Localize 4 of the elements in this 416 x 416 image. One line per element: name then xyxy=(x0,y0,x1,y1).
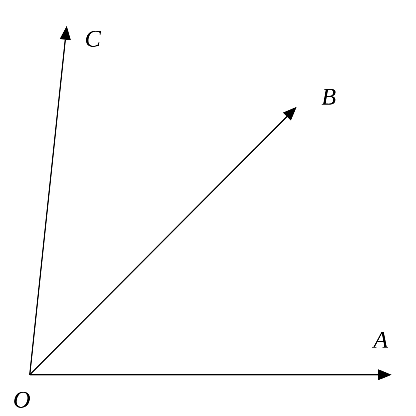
point-label: A xyxy=(372,332,388,348)
point-label: C xyxy=(86,30,102,48)
point-label: O xyxy=(14,392,30,408)
point-label: B xyxy=(322,89,336,105)
